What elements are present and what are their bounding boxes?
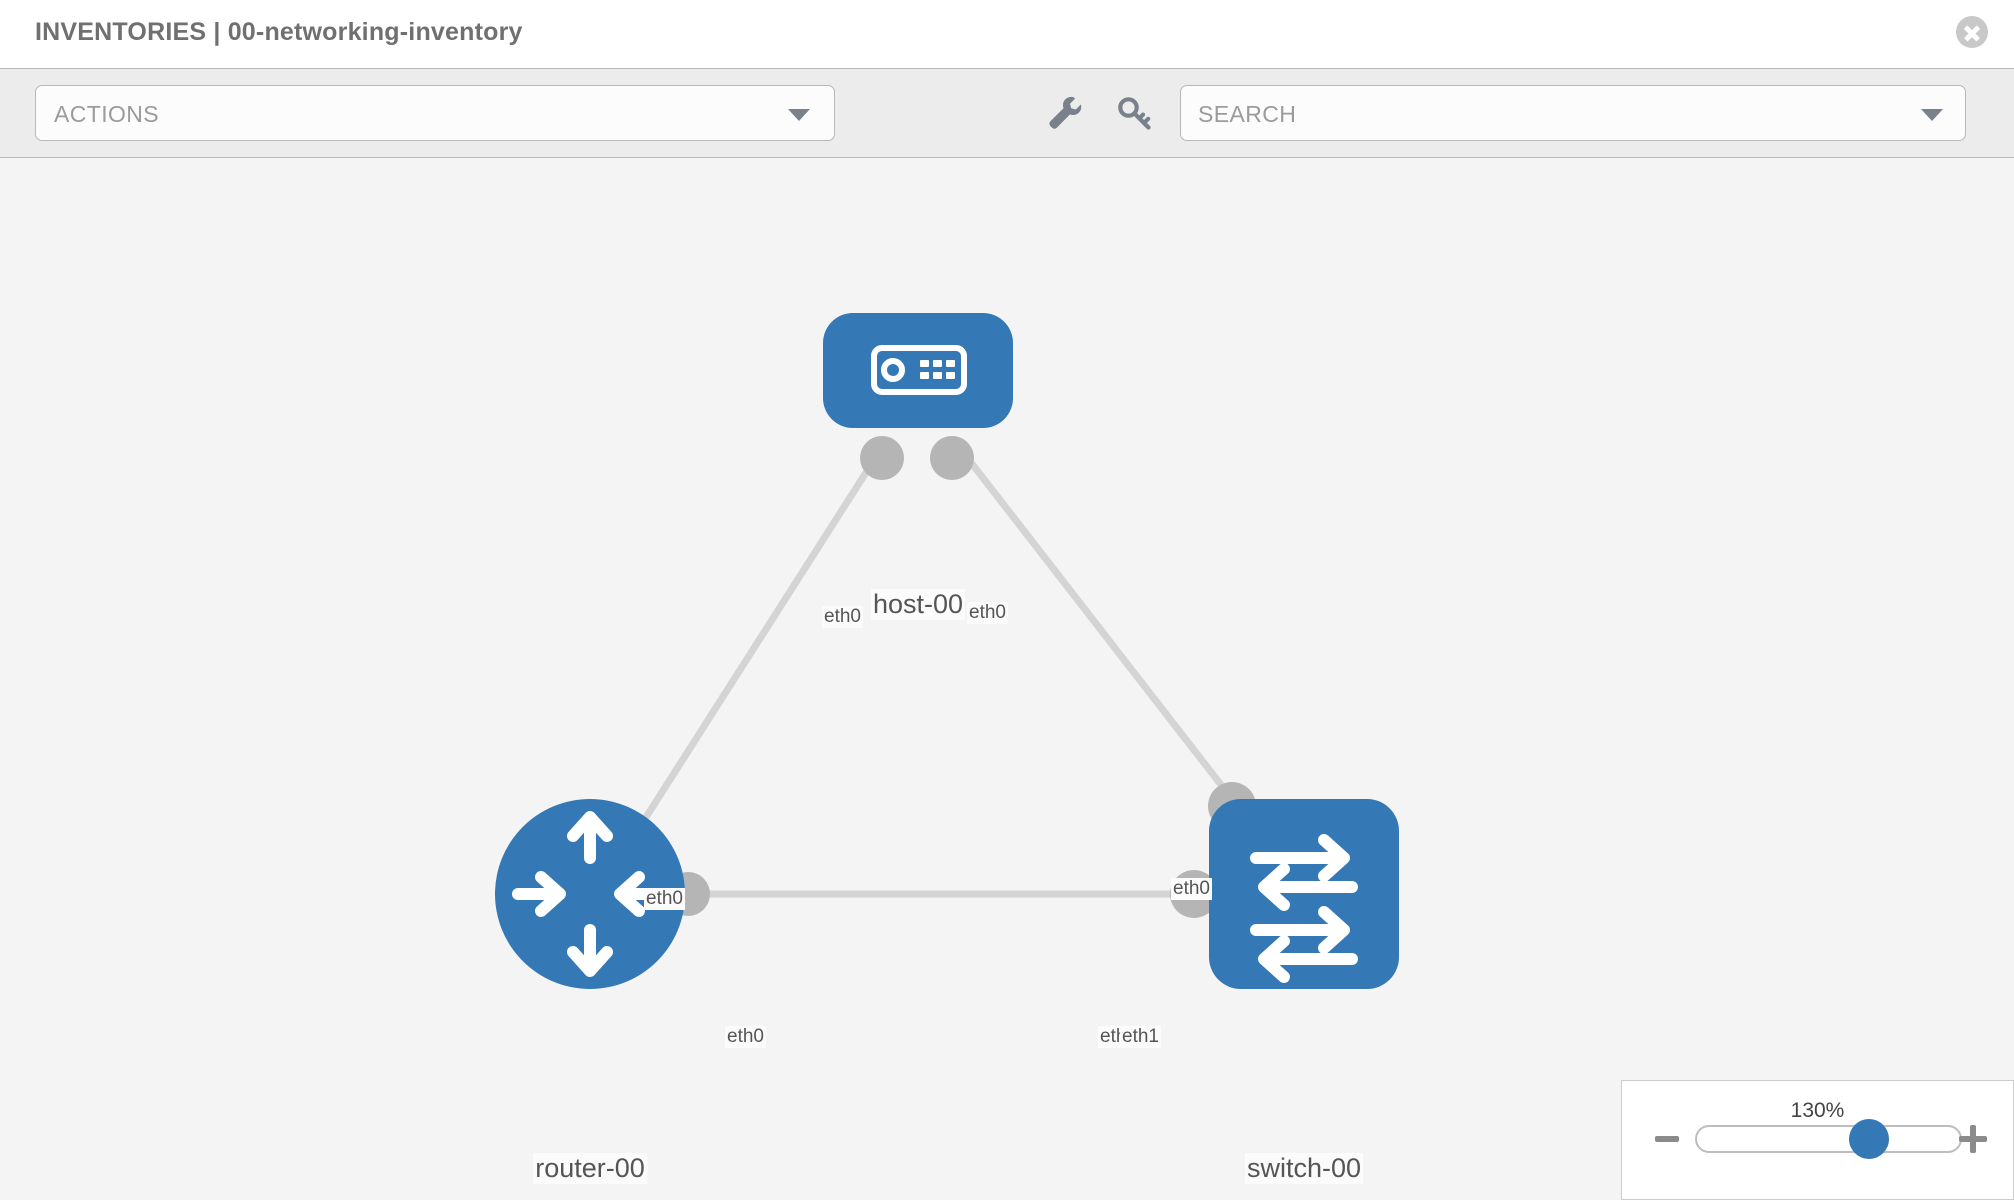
- actions-dropdown[interactable]: ACTIONS: [35, 85, 835, 141]
- chevron-down-icon: [1921, 109, 1943, 121]
- minus-icon[interactable]: [1655, 1136, 1679, 1142]
- search-input[interactable]: SEARCH: [1180, 85, 1966, 141]
- port-host00-left: [860, 436, 904, 480]
- iface-label-host00-to-router00: eth0: [822, 606, 863, 628]
- topology-graph: [495, 313, 1399, 989]
- iface-label-switch00-to-host00: eth0: [1171, 878, 1212, 900]
- node-host-00: [823, 313, 1013, 428]
- node-label-host-00: host-00: [870, 589, 966, 620]
- iface-label-router00-to-switch00: eth0: [725, 1026, 766, 1048]
- iface-label-switch00-port-b: eth1: [1120, 1026, 1161, 1048]
- iface-label-router00-to-host00: eth0: [644, 888, 685, 910]
- node-switch-00: [1209, 799, 1399, 989]
- zoom-slider-track[interactable]: [1695, 1125, 1962, 1153]
- edge-host00-switch00: [949, 435, 1273, 851]
- node-label-switch-00: switch-00: [1244, 1153, 1364, 1184]
- port-layer: [666, 436, 1256, 918]
- page-header: INVENTORIES | 00-networking-inventory: [0, 0, 2014, 68]
- page-title: INVENTORIES | 00-networking-inventory: [35, 18, 523, 46]
- wrench-icon[interactable]: [1043, 91, 1087, 135]
- zoom-slider-thumb[interactable]: [1849, 1119, 1889, 1159]
- plus-icon[interactable]: [1959, 1125, 1987, 1153]
- node-router-00: [495, 799, 685, 989]
- server-icon: [871, 345, 967, 395]
- actions-dropdown-label: ACTIONS: [54, 101, 160, 127]
- zoom-control-panel: 130%: [1621, 1080, 2014, 1200]
- router-arrows-icon: [512, 811, 668, 977]
- search-input-placeholder: SEARCH: [1198, 101, 1297, 127]
- edge-layer: [617, 435, 1273, 898]
- iface-label-host00-to-switch00: eth0: [967, 602, 1008, 624]
- edge-host00-router00: [617, 436, 891, 860]
- switch-arrows-icon: [1250, 834, 1358, 983]
- close-icon[interactable]: [1956, 16, 1988, 48]
- zoom-level-value: 130%: [1790, 1099, 1845, 1122]
- topology-canvas[interactable]: host-00 router-00 switch-00 eth0 eth0 et…: [0, 158, 2014, 1200]
- node-label-router-00: router-00: [533, 1153, 647, 1184]
- key-icon[interactable]: [1113, 91, 1157, 135]
- chevron-down-icon: [788, 109, 810, 121]
- port-host00-right: [930, 436, 974, 480]
- toolbar: ACTIONS SEARCH: [0, 68, 2014, 158]
